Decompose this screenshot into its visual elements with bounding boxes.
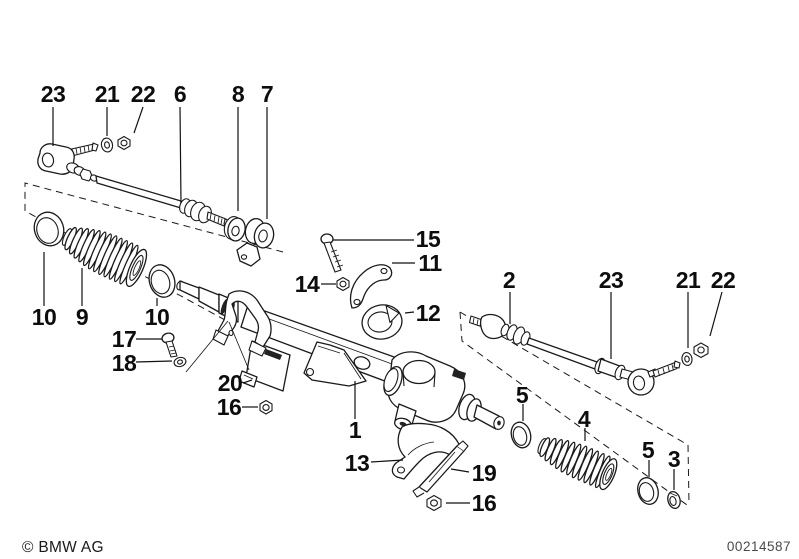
callout-21-left: 21 xyxy=(95,81,120,107)
leader-19 xyxy=(450,468,470,473)
callout-3: 3 xyxy=(668,446,680,472)
callout-7: 7 xyxy=(261,81,273,107)
callout-23-right: 23 xyxy=(599,267,624,293)
seal-ring-10-left xyxy=(33,211,65,247)
callout-21-right: 21 xyxy=(676,267,701,293)
callout-20: 20 xyxy=(218,370,243,396)
callout-4: 4 xyxy=(578,406,591,432)
nut-16-right xyxy=(426,494,442,512)
nut-22-right xyxy=(693,342,709,359)
callout-10-left: 10 xyxy=(32,304,57,330)
callout-13: 13 xyxy=(345,450,370,476)
construction-lines xyxy=(185,320,250,373)
callout-6: 6 xyxy=(174,81,186,107)
nut-22-left xyxy=(117,135,131,151)
nut-16-left xyxy=(259,399,273,415)
callout-12: 12 xyxy=(416,300,441,326)
leader-12 xyxy=(404,311,415,314)
kit-outline-right xyxy=(459,311,690,506)
copyright-text: © BMW AG xyxy=(22,539,104,556)
callout-14: 14 xyxy=(295,271,320,297)
callout-10-right: 10 xyxy=(145,304,170,330)
bolt-17 xyxy=(161,332,178,358)
ball-joint-eye xyxy=(41,152,55,168)
callout-22-right: 22 xyxy=(711,267,736,293)
rubber-ring-12 xyxy=(361,304,403,340)
tie-rod-left xyxy=(37,142,231,227)
bushing-7 xyxy=(236,217,275,267)
ball-joint-eye xyxy=(632,375,646,391)
ring-notch xyxy=(385,304,400,324)
callout-19: 19 xyxy=(472,460,497,486)
callout-11: 11 xyxy=(418,250,442,276)
drawing-number: 00214587 xyxy=(727,539,791,554)
bracket-arm xyxy=(236,242,261,267)
clamp-13 xyxy=(391,422,460,480)
shim-plate-20 xyxy=(238,370,258,388)
callout-17: 17 xyxy=(112,326,137,352)
clamp-11 xyxy=(349,264,393,309)
kit-outline-left xyxy=(24,182,284,327)
leader-22-right xyxy=(709,291,723,337)
callout-5-right: 5 xyxy=(642,437,655,463)
nut-14 xyxy=(336,276,350,292)
bleed-stud xyxy=(452,369,466,380)
callout-1: 1 xyxy=(349,417,362,443)
mount-bracket xyxy=(217,290,272,348)
callout-22-left: 22 xyxy=(131,81,156,107)
dashed-outline xyxy=(24,182,284,327)
leader-13 xyxy=(370,459,404,463)
callout-2: 2 xyxy=(503,267,515,293)
callout-23-left: 23 xyxy=(41,81,66,107)
steering-gear-housing-1 xyxy=(176,280,505,431)
seal-ring-10-right xyxy=(148,264,176,298)
boss xyxy=(353,356,371,370)
callout-labels: 23 21 22 6 8 7 15 11 14 12 2 23 21 22 10… xyxy=(32,81,736,516)
callout-16-right: 16 xyxy=(472,490,497,516)
leader-6 xyxy=(179,106,182,204)
tie-rod-shaft xyxy=(95,175,182,209)
washer-21-right xyxy=(681,351,693,367)
callout-8: 8 xyxy=(232,81,245,107)
washer-21-left xyxy=(100,137,114,153)
tie-rod-right xyxy=(468,313,681,396)
spacer-plate-8 xyxy=(223,216,246,242)
bellows-4 xyxy=(537,437,618,491)
leader-18 xyxy=(135,360,173,363)
callout-9: 9 xyxy=(76,304,88,330)
strap-19 xyxy=(412,440,469,498)
seal-ring-5-left xyxy=(510,421,532,449)
bolt-15 xyxy=(320,233,344,273)
lock-ring-3 xyxy=(667,490,681,510)
lock-nut xyxy=(79,168,93,182)
bellows-9 xyxy=(61,226,148,288)
rack-shaft xyxy=(179,280,200,300)
callout-18: 18 xyxy=(112,350,137,376)
leader-lines xyxy=(43,106,723,504)
callout-5-left: 5 xyxy=(516,382,529,408)
seal-ring-5-right xyxy=(637,477,659,505)
dome-cap xyxy=(402,359,436,385)
tie-rod-shaft xyxy=(526,337,598,370)
callout-15: 15 xyxy=(416,226,441,252)
callout-16-left: 16 xyxy=(217,394,242,420)
dashed-outline xyxy=(459,311,690,506)
leader-20 xyxy=(242,379,253,384)
leader-22-left xyxy=(133,106,144,134)
washer-18 xyxy=(173,356,187,368)
